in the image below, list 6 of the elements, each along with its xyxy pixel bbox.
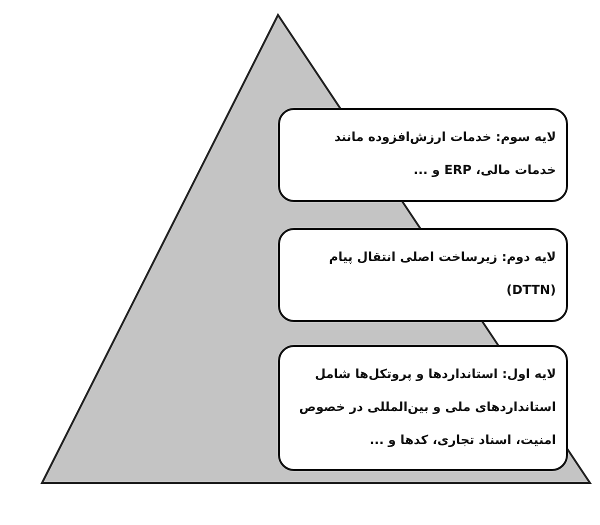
layer-box [278,345,568,471]
layer-text: لایه اول: استانداردها و پروتکل‌ها شامل استانداردهای ملی و بین‌المللی در خصوص امنیت، اسناد تجاری، کدها و ... [298,365,556,449]
layer-box [278,228,568,322]
layer-text: لایه سوم: خدمات ارزش‌افزوده مانند خدمات مالی، ERP و ... [333,128,556,179]
layer-text: لایه دوم: زیرساخت اصلی انتقال پیام (DTTN) [328,248,556,299]
layer-box [278,108,568,202]
